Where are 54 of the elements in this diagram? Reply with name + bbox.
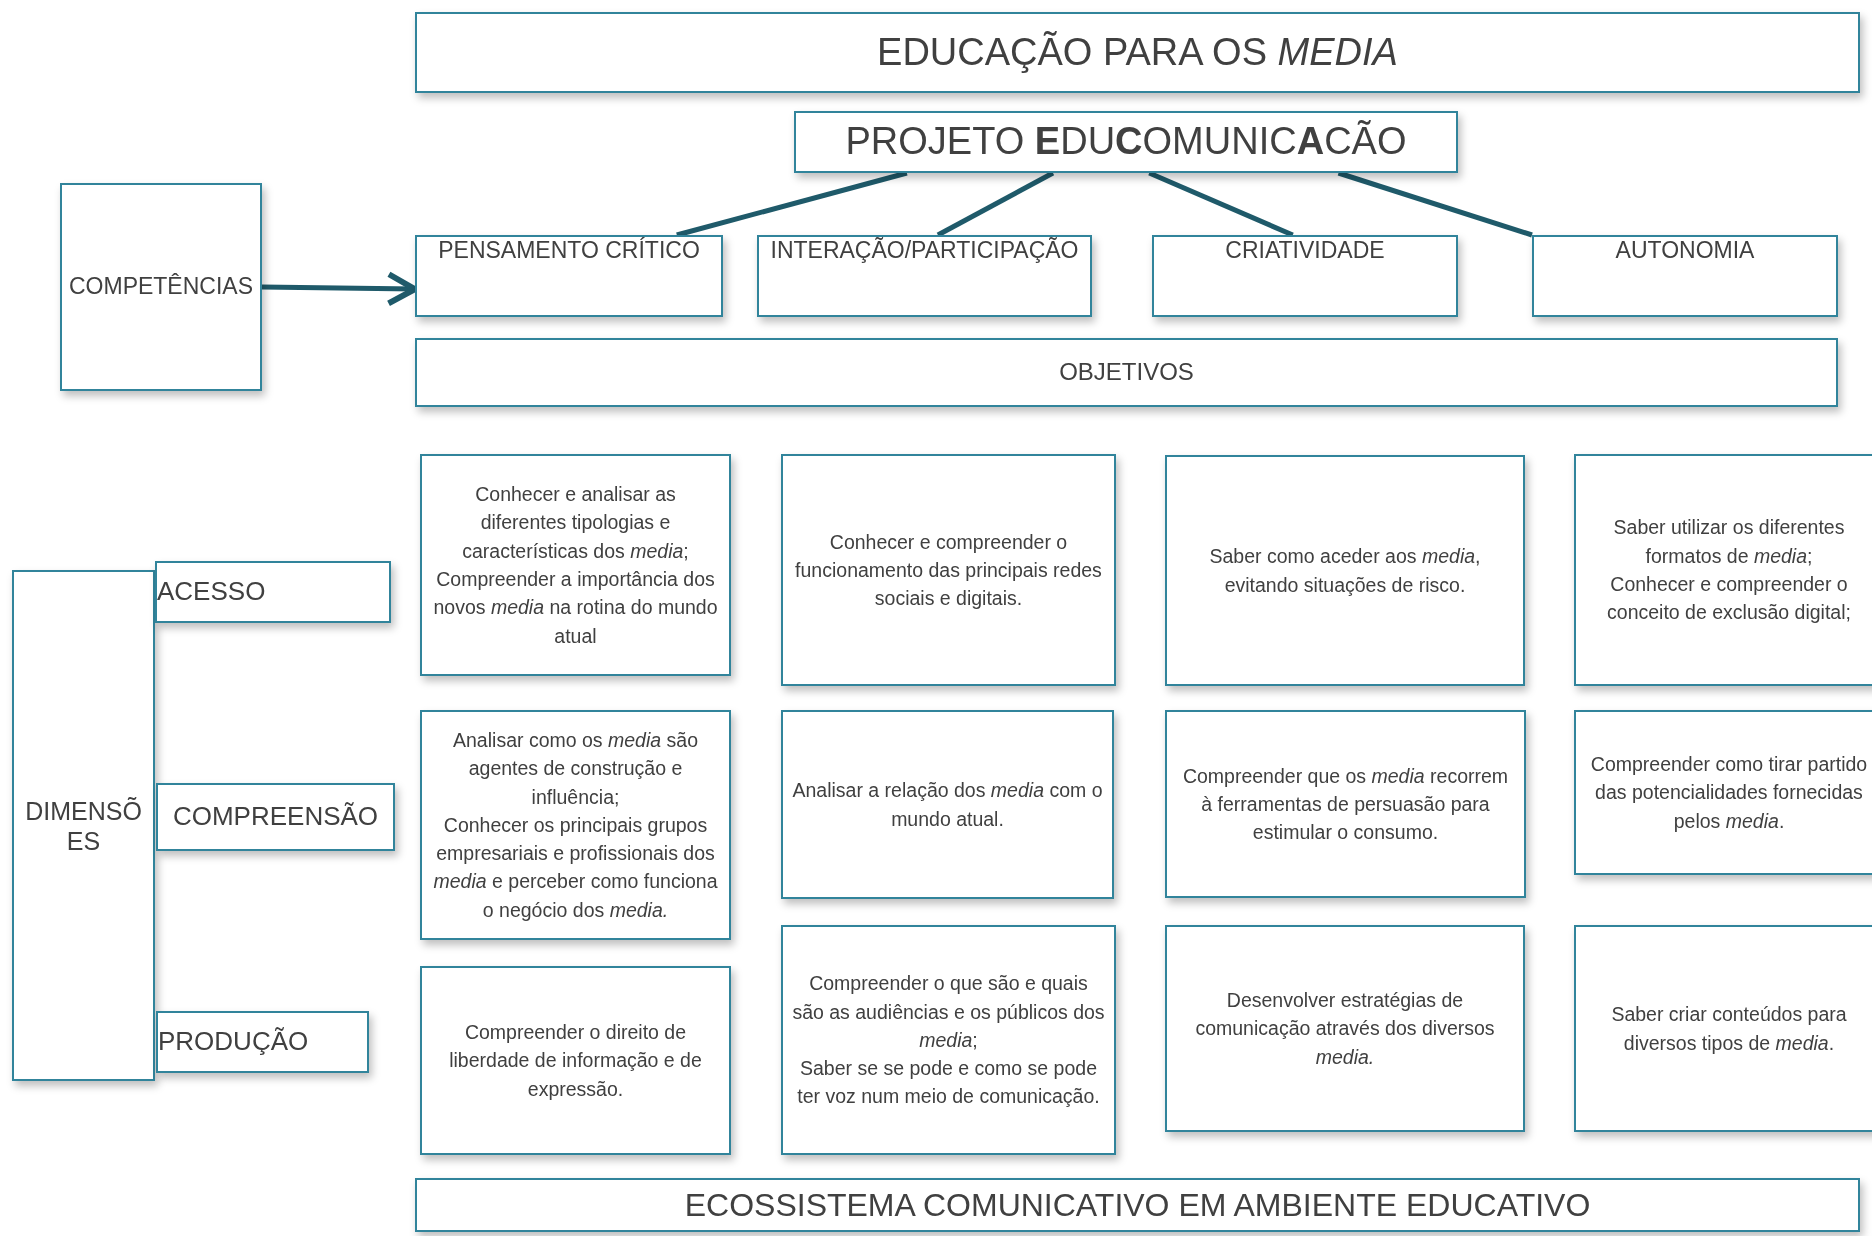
competency-box xyxy=(757,235,1092,317)
objective-text: Saber criar conteúdos para diversos tipos de media. xyxy=(1610,1002,1848,1056)
competency-text: INTERAÇÃO/PARTICIPAÇÃO xyxy=(770,237,1079,265)
footer-text: ECOSSISTEMA COMUNICATIVO EM AMBIENTE EDUCATIVO xyxy=(684,1185,1591,1225)
title-banner xyxy=(415,12,1860,93)
objective-text: Saber como aceder aos media, evitando situações de risco. xyxy=(1208,544,1482,598)
objective-card xyxy=(420,454,731,676)
objective-card xyxy=(1165,710,1526,898)
competency-box xyxy=(1152,235,1458,317)
objectives-bar xyxy=(415,338,1838,407)
heading-box xyxy=(794,111,1458,173)
objectives-text: OBJETIVOS xyxy=(1059,358,1194,387)
objective-text: Compreender o direito de liberdade de informação e de expressão. xyxy=(448,1020,703,1102)
footer-banner xyxy=(415,1178,1860,1232)
competency-text: CRIATIVIDADE xyxy=(1225,237,1385,265)
objective-text: Conhecer e compreender o funcionamento das principais redes sociais e digitais. xyxy=(794,529,1103,612)
category-text: COMPETÊNCIAS xyxy=(69,273,253,301)
dimension-text: DIMENSÕES xyxy=(24,795,143,856)
objective-text: Desenvolver estratégias de comunicação através dos diversos media. xyxy=(1194,988,1496,1070)
dimension-label-box xyxy=(156,1011,369,1073)
dimension-label: COMPREENSÃO xyxy=(172,801,379,833)
objective-text: Saber utilizar os diferentes formatos de media; xyxy=(1612,515,1846,569)
objective-card xyxy=(420,710,731,940)
dimension-label: PRODUÇÃO xyxy=(158,1026,309,1058)
objective-text: Conhecer e analisar as diferentes tipologias e características dos media; xyxy=(461,482,690,564)
objective-card xyxy=(1574,925,1872,1132)
objective-text: Conhecer os principais grupos empresariais e profissionais dos media e perceber como funciona o negócio dos media. xyxy=(432,812,719,923)
heading-text: PROJETO EDUCOMUNICACÃO xyxy=(845,119,1407,165)
objective-text: Analisar a relação dos media com o mundo atual. xyxy=(791,778,1104,832)
objective-text: Compreender como tirar partido das potencialidades fornecidas pelos media. xyxy=(1589,752,1869,834)
objective-card xyxy=(781,454,1116,686)
competency-text: AUTONOMIA xyxy=(1615,237,1755,265)
category-box xyxy=(60,183,262,391)
objective-card xyxy=(420,966,731,1155)
objective-card xyxy=(1574,454,1872,686)
objective-text: Compreender a importância dos novos media na rotina do mundo atual xyxy=(432,567,719,649)
objective-card xyxy=(781,925,1116,1155)
title-text: EDUCAÇÃO PARA OS MEDIA xyxy=(877,29,1398,75)
objective-card xyxy=(1165,455,1525,686)
objective-card xyxy=(781,710,1114,899)
objective-card xyxy=(1574,710,1872,875)
objective-card xyxy=(1165,925,1525,1132)
objective-text: Compreender o que são e quais são as audiências e os públicos dos media; xyxy=(791,971,1106,1053)
objective-text: Saber se se pode e como se pode ter voz num meio de comunicação. xyxy=(796,1056,1101,1110)
dimension-label-box xyxy=(155,561,391,623)
competency-box xyxy=(1532,235,1838,317)
objective-text: Analisar como os media são agentes de construção e influência; xyxy=(452,728,699,810)
objective-text: Compreender que os media recorrem à ferramentas de persuasão para estimular o consumo. xyxy=(1181,763,1510,846)
dimension-box xyxy=(12,570,155,1081)
competency-text: PENSAMENTO CRÍTICO xyxy=(438,237,700,265)
objective-text: Conhecer e compreender o conceito de exclusão digital; xyxy=(1606,572,1852,626)
dimension-label-box xyxy=(156,783,395,851)
competency-box xyxy=(415,235,723,317)
dimension-label: ACESSO xyxy=(157,576,266,608)
